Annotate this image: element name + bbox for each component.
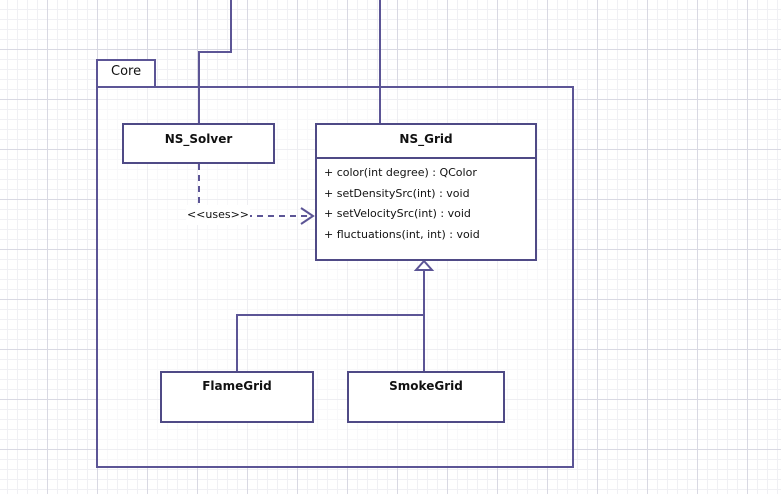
class-name-ns-solver: NS_Solver	[164, 132, 233, 146]
inheritance-triangle-icon	[413, 259, 435, 271]
operation-color[interactable]: + color(int degree) : QColor	[324, 166, 477, 179]
uses-stereotype-label: <<uses>>	[186, 205, 250, 225]
operation-fluctuations[interactable]: + fluctuations(int, int) : void	[324, 227, 480, 241]
class-name-flame-grid: FlameGrid	[202, 379, 272, 393]
operation-set-velocity-src[interactable]: + setVelocitySrc(int) : void	[324, 207, 471, 220]
class-flame-grid[interactable]: FlameGrid	[160, 371, 314, 423]
class-ns-solver[interactable]: NS_Solver	[122, 123, 275, 164]
class-name-smoke-grid: SmokeGrid	[389, 379, 463, 393]
package-tab-core[interactable]: Core	[96, 59, 156, 86]
external-link-to-ns-solver[interactable]	[198, 0, 232, 124]
ns-grid-operations: + color(int degree) : QColor + setDensit…	[317, 157, 535, 245]
class-ns-grid[interactable]: NS_Grid + color(int degree) : QColor + s…	[315, 123, 537, 261]
uses-dependency-arrowhead	[300, 207, 315, 225]
package-name: Core	[111, 64, 142, 79]
operation-set-density-src[interactable]: + setDensitySrc(int) : void	[324, 186, 470, 200]
class-name-ns-grid: NS_Grid	[399, 132, 453, 146]
uses-dependency-line[interactable]	[198, 164, 310, 217]
class-smoke-grid[interactable]: SmokeGrid	[347, 371, 505, 423]
inheritance-line-flame-grid[interactable]	[236, 314, 424, 371]
